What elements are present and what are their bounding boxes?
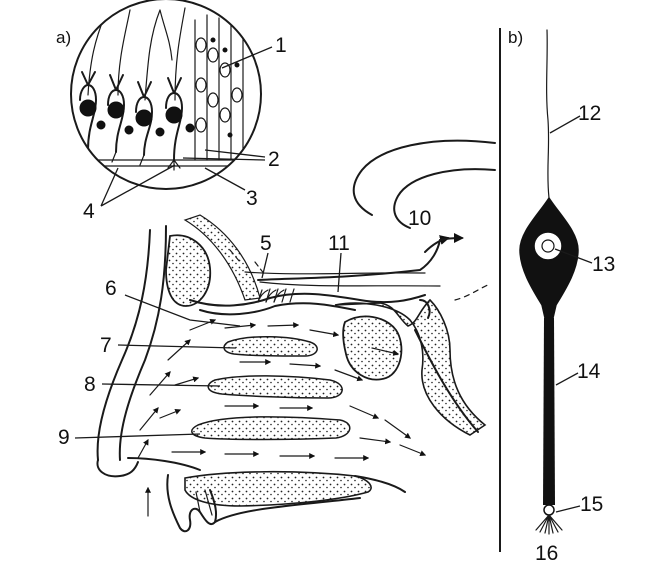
label-8: 8 (84, 373, 96, 396)
nasal-cavity-section (97, 141, 495, 532)
superior-concha (224, 337, 317, 356)
leader-14 (556, 373, 578, 385)
label-1: 1 (275, 34, 287, 57)
label-2: 2 (268, 148, 280, 171)
leader-7 (118, 345, 236, 348)
label-5: 5 (260, 232, 272, 255)
label-14: 14 (577, 360, 601, 383)
label-7: 7 (100, 334, 112, 357)
frontal-sinus (166, 235, 210, 306)
label-12: 12 (578, 102, 601, 125)
label-4: 4 (83, 200, 95, 223)
dendrite (543, 318, 555, 505)
label-6: 6 (105, 277, 117, 300)
leader-12 (550, 116, 580, 133)
receptor-neuron-detail (520, 30, 578, 534)
panel-a-label: a) (56, 28, 71, 47)
olfactory-epithelium-inset (71, 0, 261, 189)
middle-concha (208, 376, 342, 398)
label-9: 9 (58, 426, 70, 449)
label-13: 13 (592, 253, 615, 276)
projection-arrow-2 (440, 238, 462, 240)
leader-8 (102, 384, 220, 386)
olfactory-knob (544, 505, 554, 515)
label-11: 11 (328, 232, 350, 255)
supporting-cells (195, 15, 243, 160)
leader-9 (75, 434, 200, 438)
label-15: 15 (580, 493, 603, 516)
axon (547, 30, 549, 198)
label-10: 10 (408, 207, 431, 230)
label-3: 3 (246, 187, 258, 210)
nucleolus (542, 240, 554, 252)
leader-5 (262, 253, 268, 278)
label-16: 16 (535, 542, 558, 565)
leader-15 (556, 506, 580, 512)
receptor-neurons (80, 72, 194, 160)
leader-1 (222, 47, 272, 68)
inferior-concha (192, 417, 350, 440)
cilia (536, 515, 562, 534)
panel-b-label: b) (508, 28, 523, 47)
leader-3 (205, 168, 245, 190)
